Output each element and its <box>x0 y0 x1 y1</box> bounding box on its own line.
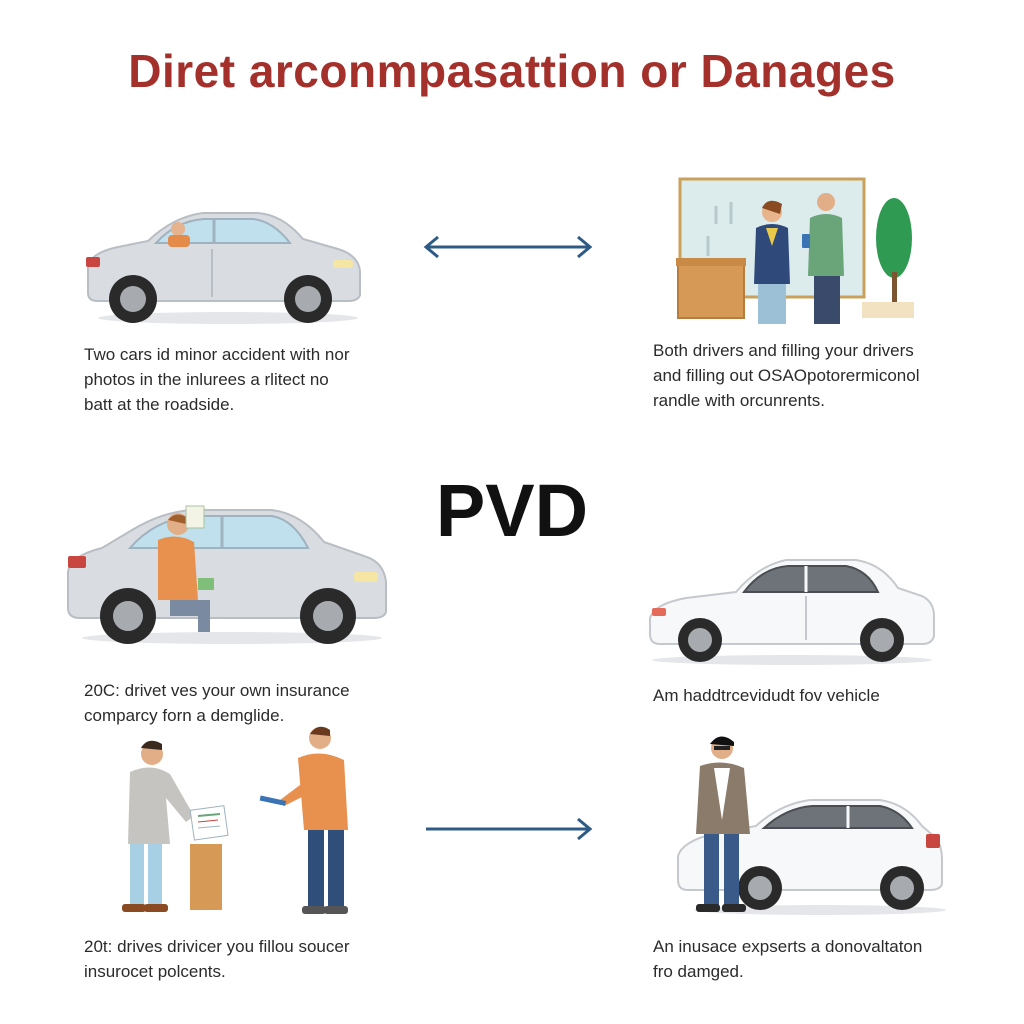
caption-mid-right: Am haddtrcevidudt fov vehicle <box>653 686 880 705</box>
white-sedan-illustration <box>649 559 935 665</box>
office-scene-illustration <box>676 177 914 324</box>
car-with-person-illustration <box>67 505 387 644</box>
caption-top-left: Two cars id minor accident with nor phot… <box>84 345 350 414</box>
caption-bottom-left: 20t: drives drivicer you fillou soucer i… <box>84 937 350 981</box>
caption-top-right: Both drivers and filling your drivers an… <box>653 341 920 410</box>
caption-bottom-right: An inusace expserts a donovaltaton fro d… <box>653 937 923 981</box>
caption-mid-left: 20C: drivet ves your own insurance compa… <box>84 681 350 725</box>
page-title: Diret arconmpasattion or Danages <box>128 45 896 97</box>
right-arrow-icon <box>426 817 593 841</box>
expert-with-car-illustration <box>677 736 946 915</box>
center-label: PVD <box>435 469 589 552</box>
document-exchange-illustration <box>122 726 348 914</box>
double-headed-arrow-icon <box>423 235 593 259</box>
car-with-driver-illustration <box>86 212 361 324</box>
